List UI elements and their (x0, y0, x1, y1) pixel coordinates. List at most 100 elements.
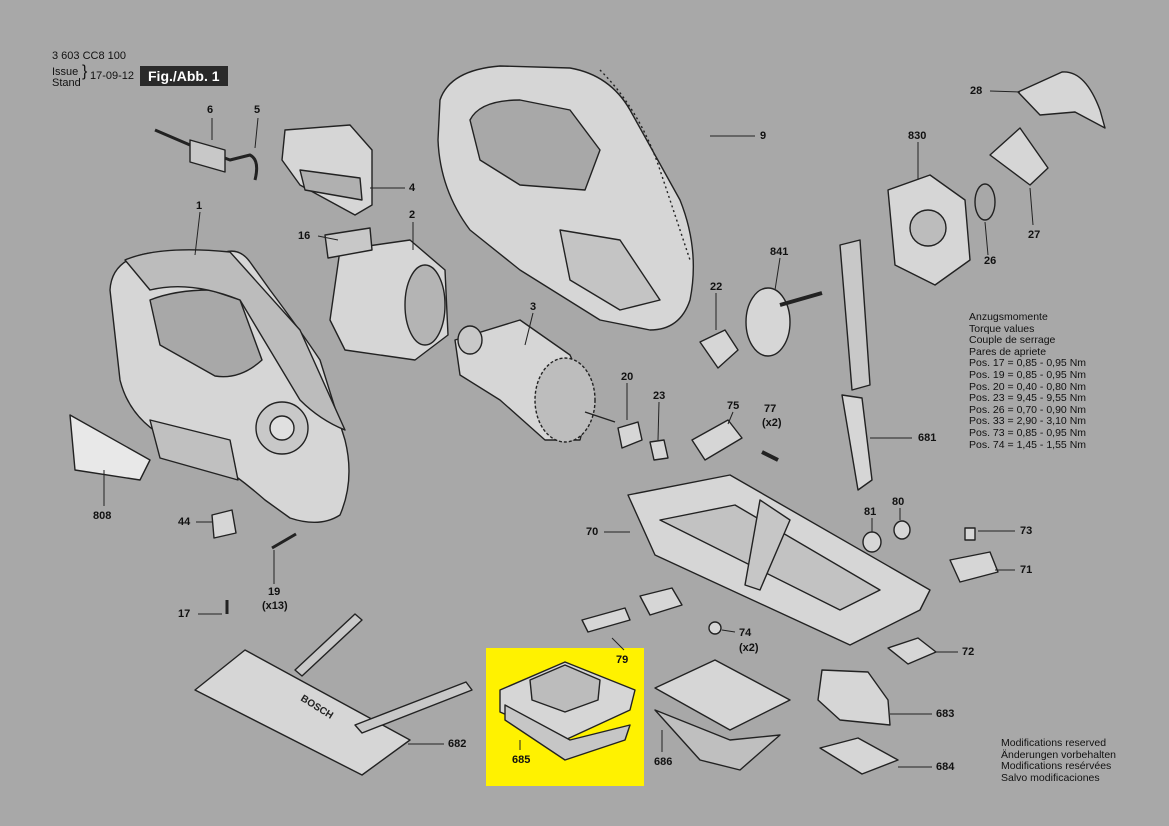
label-part-77-qty: (x2) (762, 417, 782, 429)
cap-part-28[interactable] (1017, 71, 1106, 129)
guide-part-681[interactable] (841, 394, 873, 491)
torque-values-block: Anzugsmomente Torque values Couple de se… (969, 311, 1087, 451)
housing-right-part-9[interactable] (437, 65, 695, 331)
gearbox-part-830[interactable] (887, 174, 971, 286)
modifications-notice: Modifications reserved Änderungen vorbeh… (1001, 737, 1117, 784)
label-part-81: 81 (864, 506, 877, 518)
label-part-681: 681 (918, 432, 937, 444)
label-part-841: 841 (770, 246, 789, 258)
notice-line: Modifications resérvées (1001, 760, 1112, 773)
label-part-74-qty: (x2) (739, 642, 759, 654)
label-part-808: 808 (93, 510, 112, 522)
label-part-684: 684 (936, 761, 955, 773)
label-part-830: 830 (908, 130, 927, 142)
label-part-70: 70 (586, 526, 599, 538)
label-part-71: 71 (1020, 564, 1033, 576)
label-part-686: 686 (654, 756, 673, 768)
label-part-22: 22 (710, 281, 723, 293)
screw-part-73[interactable] (964, 527, 976, 541)
armature-part-3[interactable] (454, 319, 616, 443)
cover-part-808[interactable] (69, 414, 151, 481)
label-part-685: 685 (512, 754, 531, 766)
label-part-79: 79 (616, 654, 629, 666)
notice-line: Änderungen vorbehalten (1001, 748, 1117, 761)
lever-part-75[interactable] (691, 419, 743, 461)
leader-lines (103, 90, 1034, 768)
bracket-part-27[interactable] (989, 127, 1049, 186)
torque-line: Pares de apriete (969, 345, 1047, 358)
slider-part-72[interactable] (887, 637, 937, 665)
bushing-part-80[interactable] (893, 520, 911, 540)
cable-part-5[interactable] (154, 128, 259, 181)
gear-part-841[interactable] (745, 287, 823, 357)
issue-date: 17-09-12 (90, 70, 135, 82)
notice-line: Salvo modificaciones (1001, 771, 1100, 784)
oring-part-26[interactable] (974, 183, 996, 221)
torque-line: Pos. 17 = 0,85 - 0,95 Nm (969, 357, 1087, 370)
label-part-5: 5 (254, 104, 261, 116)
torque-line: Pos. 19 = 0,85 - 0,95 Nm (969, 368, 1087, 381)
torque-line: Torque values (969, 322, 1035, 335)
label-part-26: 26 (984, 255, 997, 267)
screw-part-19[interactable] (271, 532, 297, 550)
switch-part-4[interactable] (281, 124, 373, 216)
label-part-23: 23 (653, 390, 666, 402)
label-part-4: 4 (409, 182, 416, 194)
pin-part-77[interactable] (761, 450, 779, 462)
torque-line: Pos. 26 = 0,70 - 0,90 Nm (969, 403, 1087, 416)
base-plate-part-70[interactable] (627, 474, 931, 646)
label-part-682: 682 (448, 738, 467, 750)
insert-part-686[interactable] (654, 659, 791, 771)
stator-part-2[interactable] (324, 227, 449, 361)
bearing-part-20[interactable] (617, 421, 643, 449)
clamp-part-71[interactable] (949, 551, 999, 583)
label-part-16: 16 (298, 230, 311, 242)
label-part-27: 27 (1028, 229, 1041, 241)
label-part-19: 19 (268, 586, 281, 598)
label-part-3: 3 (530, 301, 537, 313)
housing-left-part-1[interactable] (109, 249, 350, 523)
notice-line: Modifications reserved (1001, 737, 1107, 749)
label-part-6: 6 (207, 104, 214, 116)
bracket-part-683[interactable] (817, 669, 891, 726)
label-part-44: 44 (178, 516, 191, 528)
label-part-9: 9 (760, 130, 767, 142)
torque-line: Pos. 20 = 0,40 - 0,80 Nm (969, 380, 1087, 393)
screw-part-74[interactable] (708, 621, 722, 635)
label-part-2: 2 (409, 209, 416, 221)
splinter-guard-part-685[interactable] (499, 661, 636, 761)
figure-title: Fig./Abb. 1 (140, 66, 228, 86)
torque-line: Pos. 33 = 2,90 - 3,10 Nm (969, 415, 1087, 428)
bushing-part-81[interactable] (862, 531, 882, 553)
stand-label: Stand (52, 77, 81, 89)
document-number: 3 603 CC8 100 (52, 50, 126, 62)
torque-line: Pos. 23 = 9,45 - 9,55 Nm (969, 392, 1087, 405)
torque-line: Anzugsmomente (969, 311, 1048, 323)
label-part-20: 20 (621, 371, 634, 383)
label-part-1: 1 (196, 200, 203, 212)
label-part-80: 80 (892, 496, 905, 508)
label-part-74: 74 (739, 627, 752, 639)
knob-part-44[interactable] (211, 509, 237, 539)
label-part-28: 28 (970, 85, 983, 97)
nut-part-23[interactable] (649, 439, 669, 461)
cam-part-22[interactable] (699, 329, 739, 369)
label-part-72: 72 (962, 646, 975, 658)
label-part-17: 17 (178, 608, 191, 620)
plunger-rod[interactable] (839, 239, 871, 391)
label-part-73: 73 (1020, 525, 1033, 537)
parallel-guide-part-682[interactable] (194, 613, 473, 776)
clamp-block[interactable] (639, 587, 683, 616)
brace: } (82, 63, 88, 80)
label-part-19-qty: (x13) (262, 600, 288, 612)
torque-line: Pos. 74 = 1,45 - 1,55 Nm (969, 438, 1087, 451)
torque-line: Pos. 73 = 0,85 - 0,95 Nm (969, 426, 1087, 439)
label-part-683: 683 (936, 708, 955, 720)
torque-line: Couple de serrage (969, 334, 1056, 347)
issue-label: Issue (52, 66, 79, 78)
screw-part-79[interactable] (581, 607, 631, 633)
label-part-75: 75 (727, 400, 740, 412)
cover-part-684[interactable] (819, 737, 899, 775)
label-part-77: 77 (764, 403, 777, 415)
